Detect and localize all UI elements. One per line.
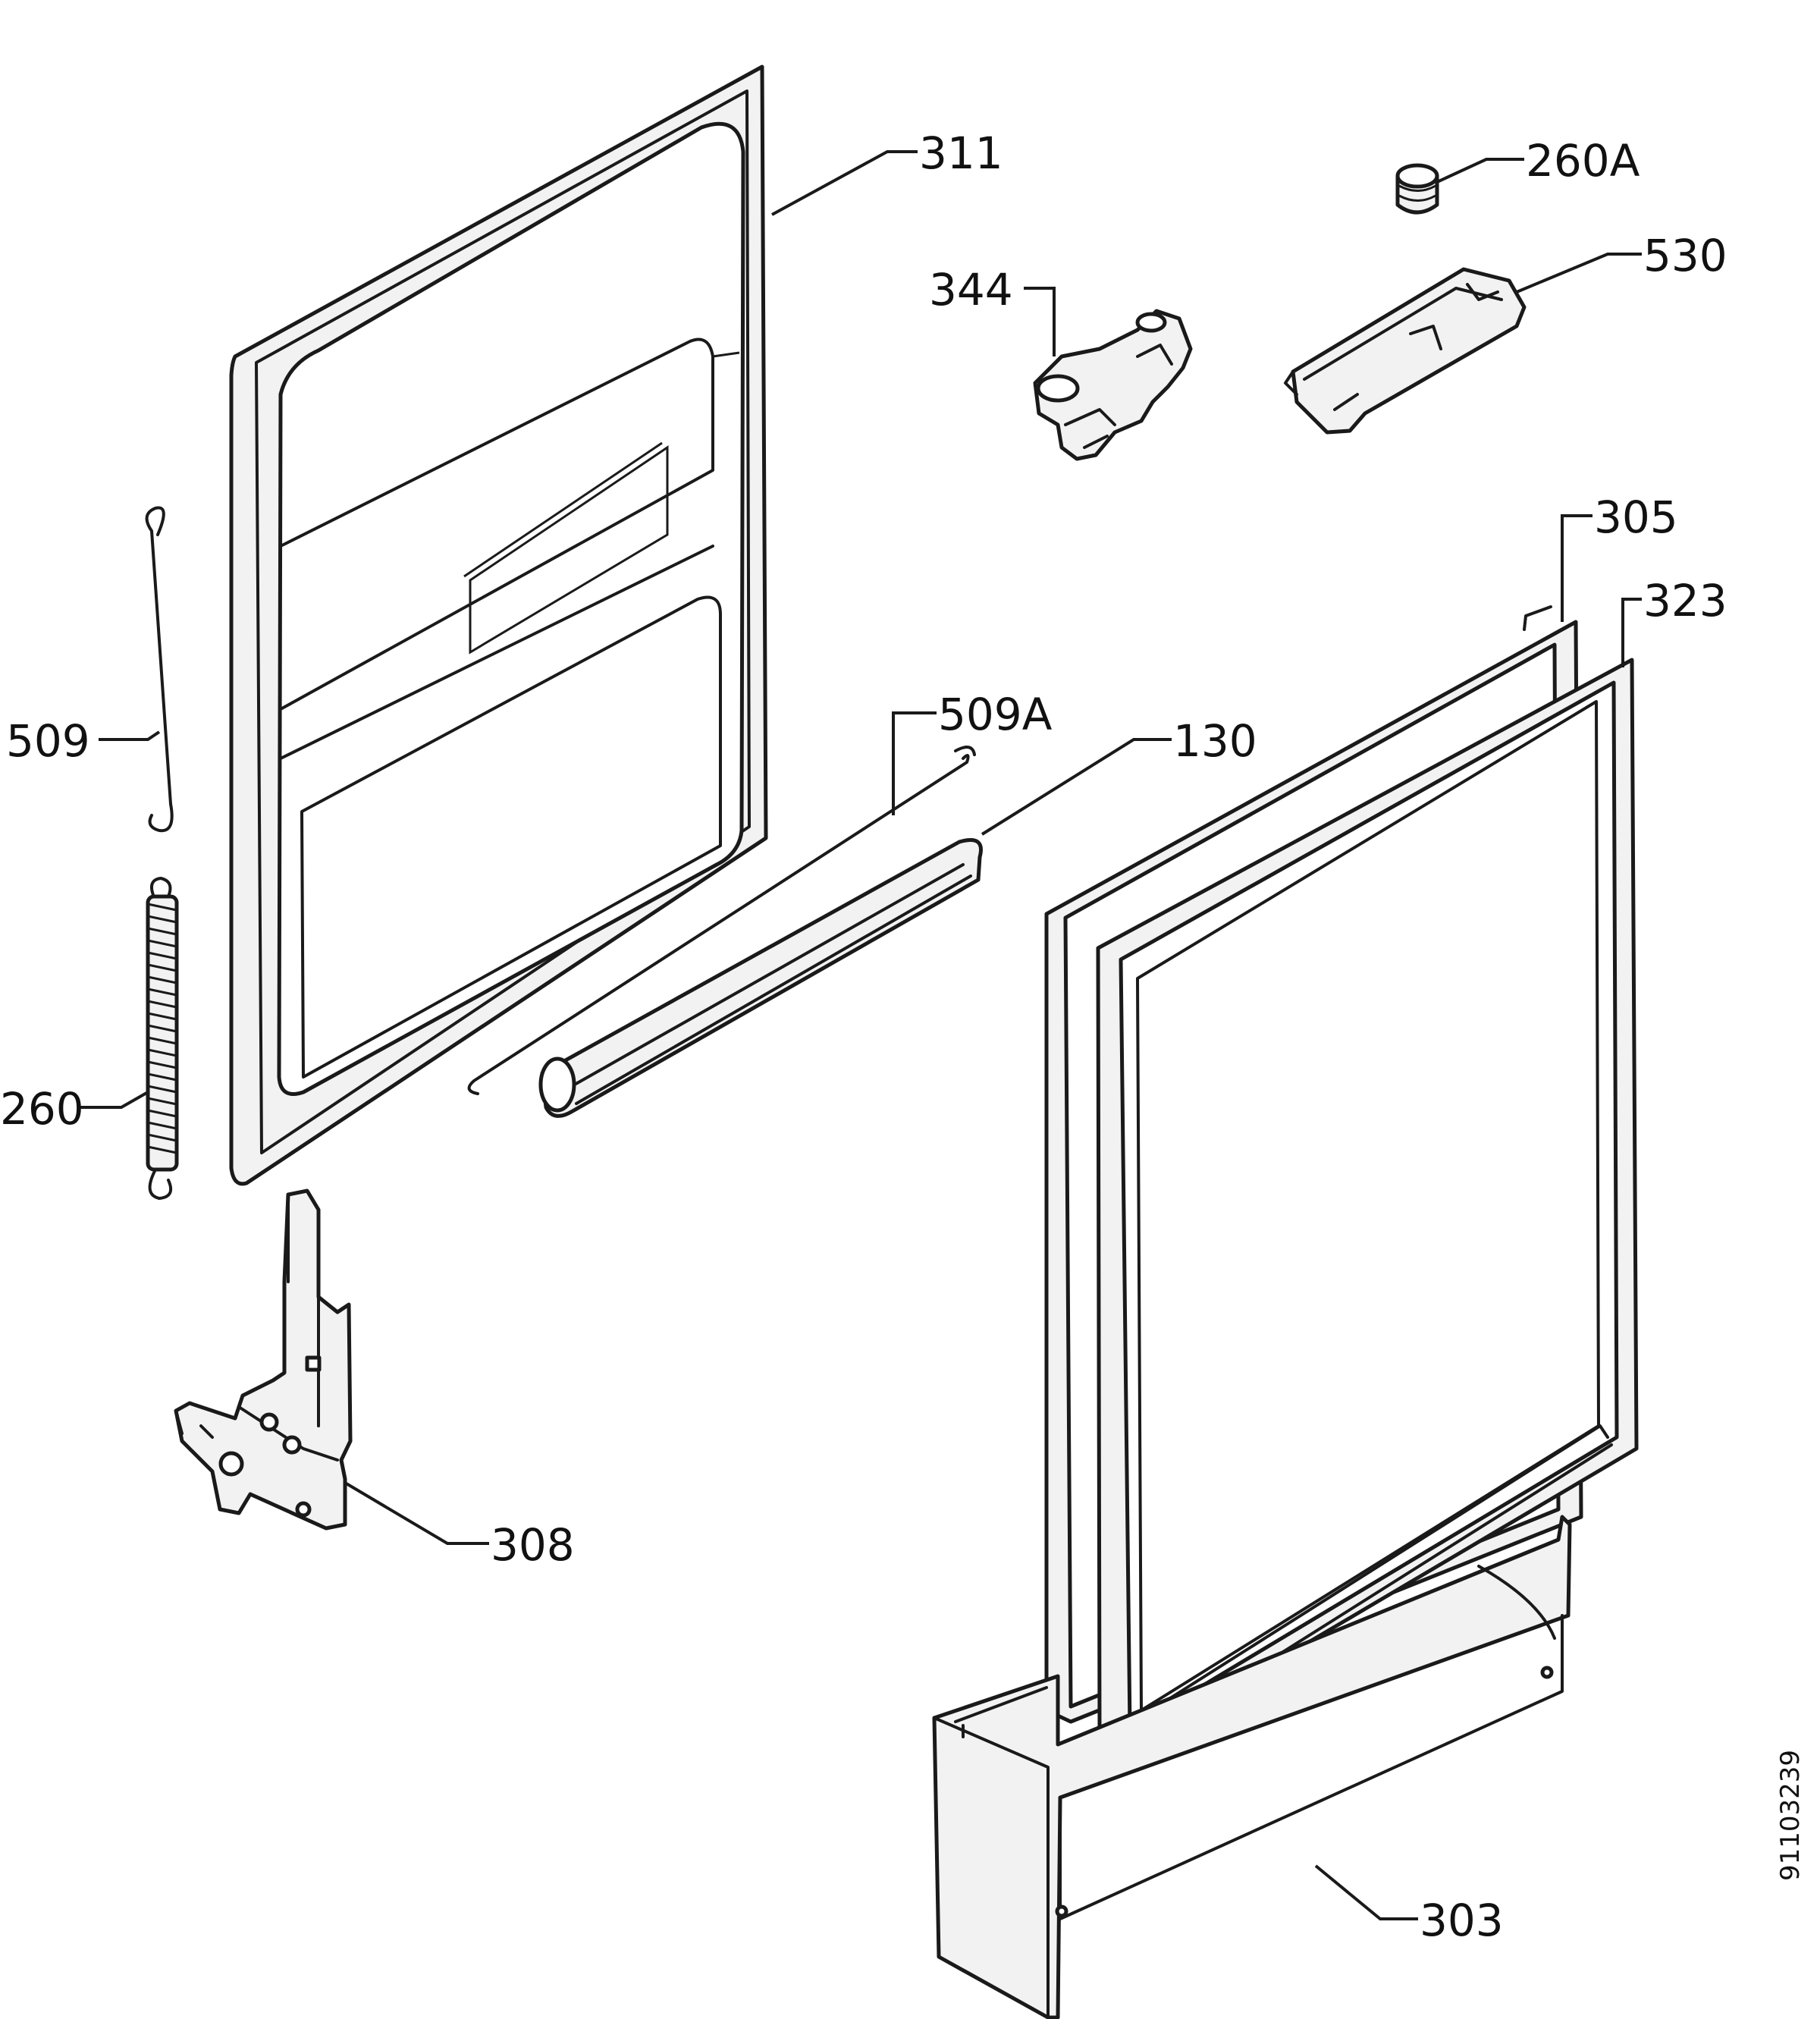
label-530: 530 xyxy=(1643,230,1727,281)
leader-lines xyxy=(80,150,1642,1920)
label-323: 323 xyxy=(1643,575,1727,626)
seal-frame-323 xyxy=(1096,658,1639,1758)
label-344: 344 xyxy=(929,264,1013,316)
inner-door-panel-311 xyxy=(229,64,768,1186)
label-308: 308 xyxy=(491,1519,575,1571)
label-260: 260 xyxy=(0,1083,84,1135)
rod-509A xyxy=(467,746,976,1095)
latch-hook-344 xyxy=(1033,309,1193,461)
plinth-panel-303 xyxy=(932,1515,1572,2019)
hinge-308 xyxy=(174,1188,353,1531)
drawing-number: 91103239 xyxy=(1775,1750,1806,1881)
label-260A: 260A xyxy=(1526,135,1640,187)
spring-260 xyxy=(146,877,179,1200)
seal-strip-130 xyxy=(538,838,983,1118)
label-509: 509 xyxy=(6,715,90,767)
label-130: 130 xyxy=(1173,715,1257,767)
door-lock-530 xyxy=(1284,267,1527,435)
rope-509 xyxy=(145,506,174,833)
label-509A: 509A xyxy=(938,689,1053,740)
spacer-260A xyxy=(1395,163,1439,215)
label-303: 303 xyxy=(1420,1895,1504,1946)
label-305: 305 xyxy=(1594,491,1678,543)
label-311: 311 xyxy=(919,127,1003,179)
